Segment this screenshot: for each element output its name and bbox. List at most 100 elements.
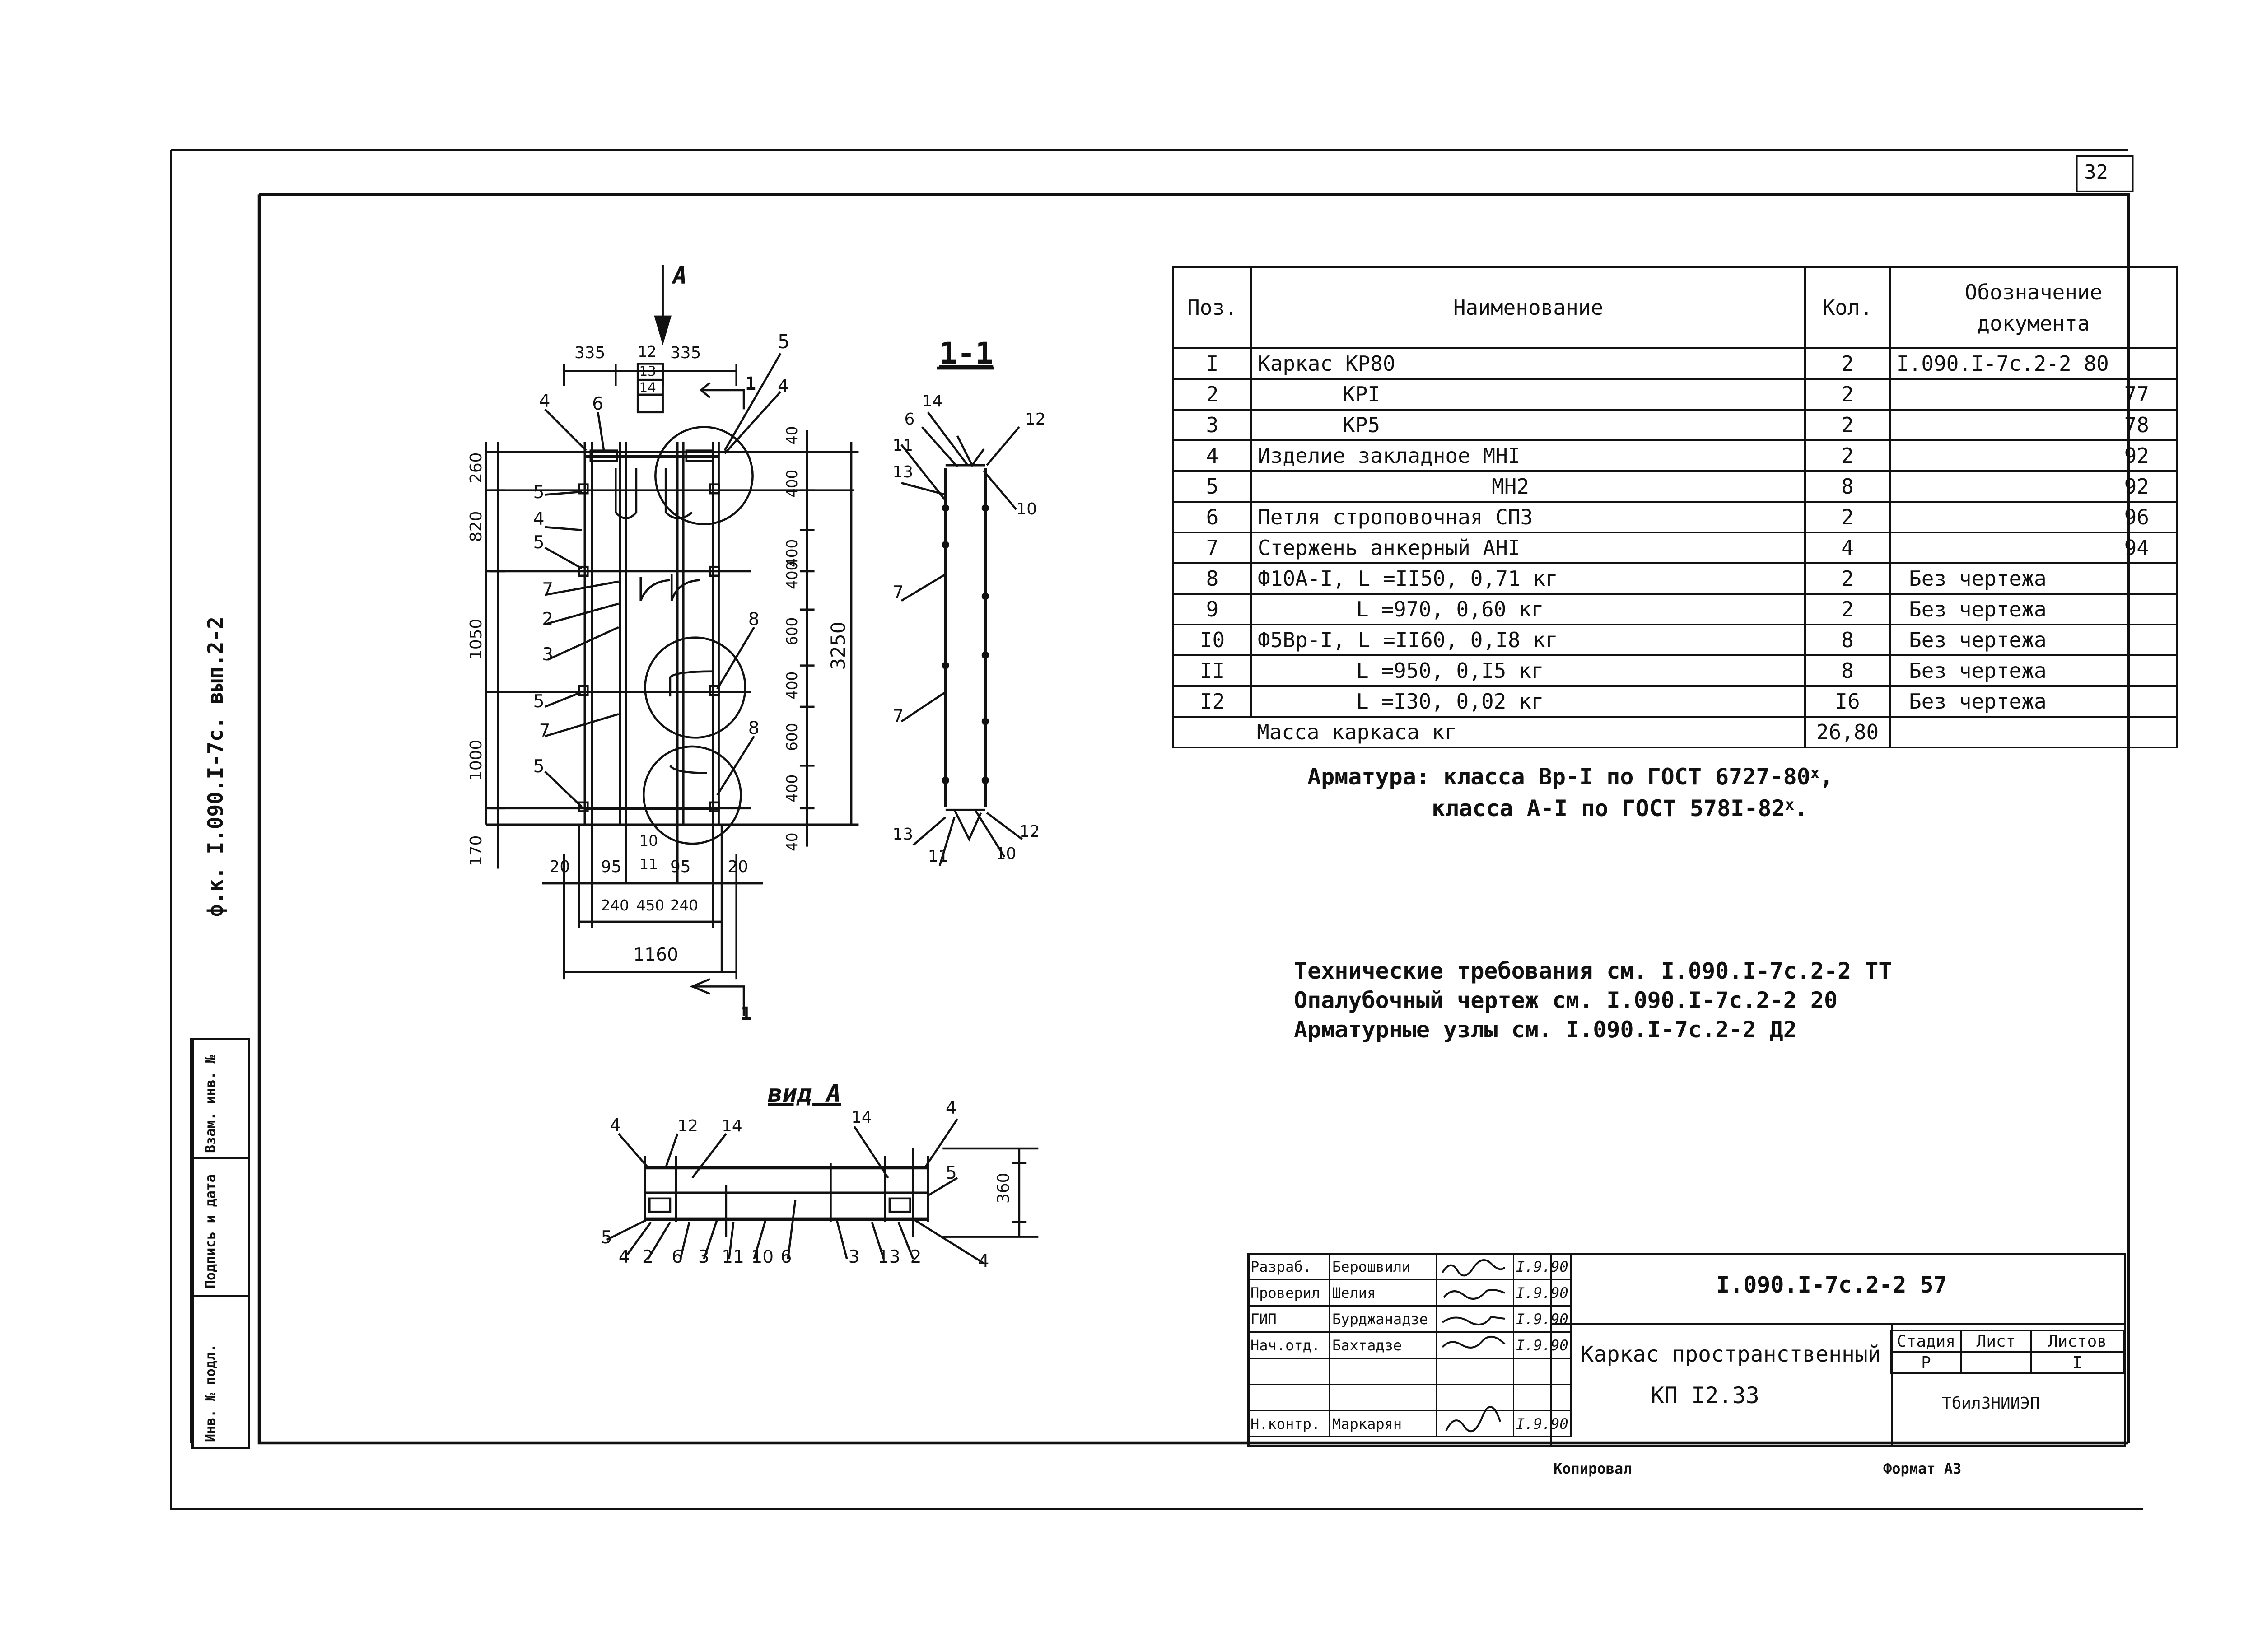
row-pos: 8 [1172,562,1252,595]
document-code: I.090.I-7с.2-2 57 [1716,1272,1947,1298]
tb-name [1329,1358,1437,1385]
dimension-label: 360 [994,1172,1013,1204]
dimension-label: 5 [945,1162,957,1183]
row-pos: 7 [1172,532,1252,564]
tb-date [1513,1384,1572,1411]
format-label: Формат А3 [1883,1460,1962,1477]
mass-row: Масса каркаса кг 26,80 [1172,716,2178,748]
dimension-label: 12 [1025,410,1046,429]
dimension-label: 820 [467,511,486,542]
dimension-label: 40 [784,426,801,445]
armature-note-1-sup: x [1810,764,1820,782]
header-doc: Обозначение документа [1889,266,2178,349]
tb-role [1247,1384,1330,1411]
organization-name: ТбилЗНИИЭП [1942,1394,2040,1413]
tb-role: ГИП [1247,1305,1330,1333]
dimension-label: 2 [642,1246,653,1267]
dimension-label: 335 [670,343,701,362]
cut-label-bottom: 1 [741,1003,752,1024]
dimension-label: 1160 [633,945,678,966]
table-row: I2 L =I30, 0,02 кг I6 Без чертежа [1172,685,2178,718]
specification-table: Поз. Наименование Кол. Обозначение докум… [1172,266,2178,748]
tb-signature [1436,1331,1514,1359]
tb-role: Н.контр. [1247,1410,1330,1437]
row-qty: 2 [1804,593,1891,625]
sheet-label: Лист [1960,1330,2032,1353]
side-stamp-field-3: Взам. инв. № [203,1055,219,1153]
dimension-label: 11 [892,436,914,455]
dimension-label: 12 [638,343,657,361]
dimension-label: 13 [639,364,656,379]
row-doc: 92 [1889,470,2178,503]
armature-note-2-text: класса А-I по ГОСТ 578I-82 [1432,795,1785,821]
dimension-label: 5 [533,532,545,553]
row-doc: Без чертежа [1889,562,2178,595]
header-pos: Поз. [1172,266,1252,349]
dimension-label: 1050 [467,618,486,660]
row-doc: 78 [1889,409,2178,441]
table-row: I0 Ф5Вр-I, L =II60, 0,I8 кг 8 Без чертеж… [1172,624,2178,656]
tb-date: I.9.90 [1513,1331,1572,1359]
dimension-label: 11 [928,847,949,866]
row-doc: 96 [1889,501,2178,533]
tb-date: I.9.90 [1513,1410,1572,1437]
table-row: 2 КРI 2 77 [1172,378,2178,411]
row-pos: 2 [1172,378,1252,411]
armature-note-2: класса А-I по ГОСТ 578I-82x. [1432,795,1808,821]
dimension-label: 4 [778,376,789,397]
dimension-label: 260 [467,452,486,483]
row-doc: 94 [1889,532,2178,564]
header-doc-line1: Обозначение [1964,280,2103,304]
row-name: Петля строповочная СП3 [1250,501,1806,533]
table-row: 6 Петля строповочная СП3 2 96 [1172,501,2178,533]
dimension-label: 95 [601,858,622,877]
side-label: ф.к. I.090.I-7с. вып.2-2 [203,616,228,917]
row-name: Каркас КР80 [1250,347,1806,380]
dimension-label: 400 [784,775,801,803]
dimension-label: 11 [722,1246,744,1267]
view-arrow-label: А [673,262,687,289]
row-qty: 4 [1804,532,1891,564]
spec-header-row: Поз. Наименование Кол. Обозначение докум… [1172,266,2178,349]
row-qty: I6 [1804,685,1891,718]
dimension-label: 240 [670,897,699,915]
table-row: II L =950, 0,I5 кг 8 Без чертежа [1172,654,2178,687]
side-stamp-field-2: Подпись и дата [203,1174,219,1288]
row-name: Стержень анкерный АНI [1250,532,1806,564]
tb-role: Разраб. [1247,1253,1330,1280]
drawing-title-line2: КП I2.33 [1651,1382,1759,1409]
tb-name [1329,1384,1437,1411]
row-qty: 2 [1804,501,1891,533]
dimension-label: 400 [784,470,801,498]
row-pos: I0 [1172,624,1252,656]
armature-note-1-text: Арматура: класса Вр-I по ГОСТ 6727-80 [1307,764,1810,790]
row-name: Изделие закладное МНI [1250,439,1806,472]
row-doc: Без чертежа [1889,593,2178,625]
row-pos: 4 [1172,439,1252,472]
row-doc: I.090.I-7с.2-2 80 [1889,347,2178,380]
dimension-label: 4 [533,509,545,529]
dimension-label: 5 [533,482,545,503]
dimension-label: 5 [533,756,545,777]
table-row: Стадия Лист Листов [1890,1330,2124,1353]
tb-date: I.9.90 [1513,1279,1572,1307]
row-pos: 5 [1172,470,1252,503]
dimension-label: 4 [978,1251,989,1272]
dimension-label: 1000 [467,739,486,781]
dimension-label: 10 [639,832,658,849]
row-qty: 2 [1804,562,1891,595]
tb-name: Шелия [1329,1279,1437,1307]
dimension-label: 600 [784,723,801,751]
dimension-label: 7 [542,579,554,600]
copied-label: Копировал [1554,1460,1632,1477]
dimension-label: 400 [784,561,801,589]
row-qty: 2 [1804,347,1891,380]
row-name: КРI [1250,378,1806,411]
dimension-label: 13 [892,463,914,481]
tb-role: Нач.отд. [1247,1331,1330,1359]
dimension-label: 6 [672,1246,683,1267]
armature-note-1: Арматура: класса Вр-I по ГОСТ 6727-80x, [1307,764,1833,790]
table-row: 8 Ф10А-I, L =II50, 0,71 кг 2 Без чертежа [1172,562,2178,595]
